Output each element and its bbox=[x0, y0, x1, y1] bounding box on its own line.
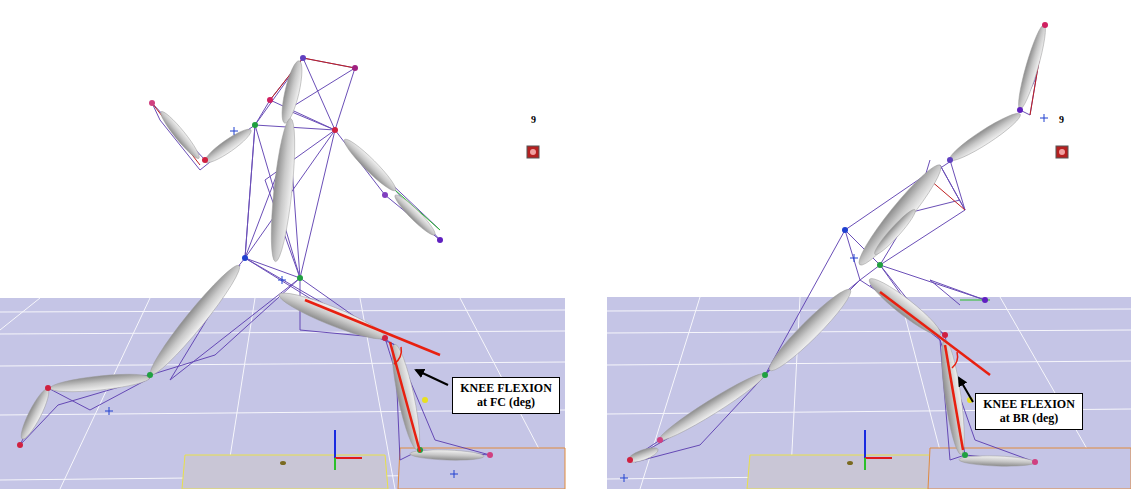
frame-number: 9 bbox=[531, 114, 536, 125]
callout-box: KNEE FLEXION at FC (deg) bbox=[452, 377, 560, 414]
callout-box: KNEE FLEXION at BR (deg) bbox=[975, 393, 1083, 430]
frame-number: 9 bbox=[1059, 114, 1064, 125]
callout-text: KNEE FLEXION at BR (deg) bbox=[981, 397, 1077, 426]
callout-text: KNEE FLEXION at FC (deg) bbox=[458, 381, 554, 410]
